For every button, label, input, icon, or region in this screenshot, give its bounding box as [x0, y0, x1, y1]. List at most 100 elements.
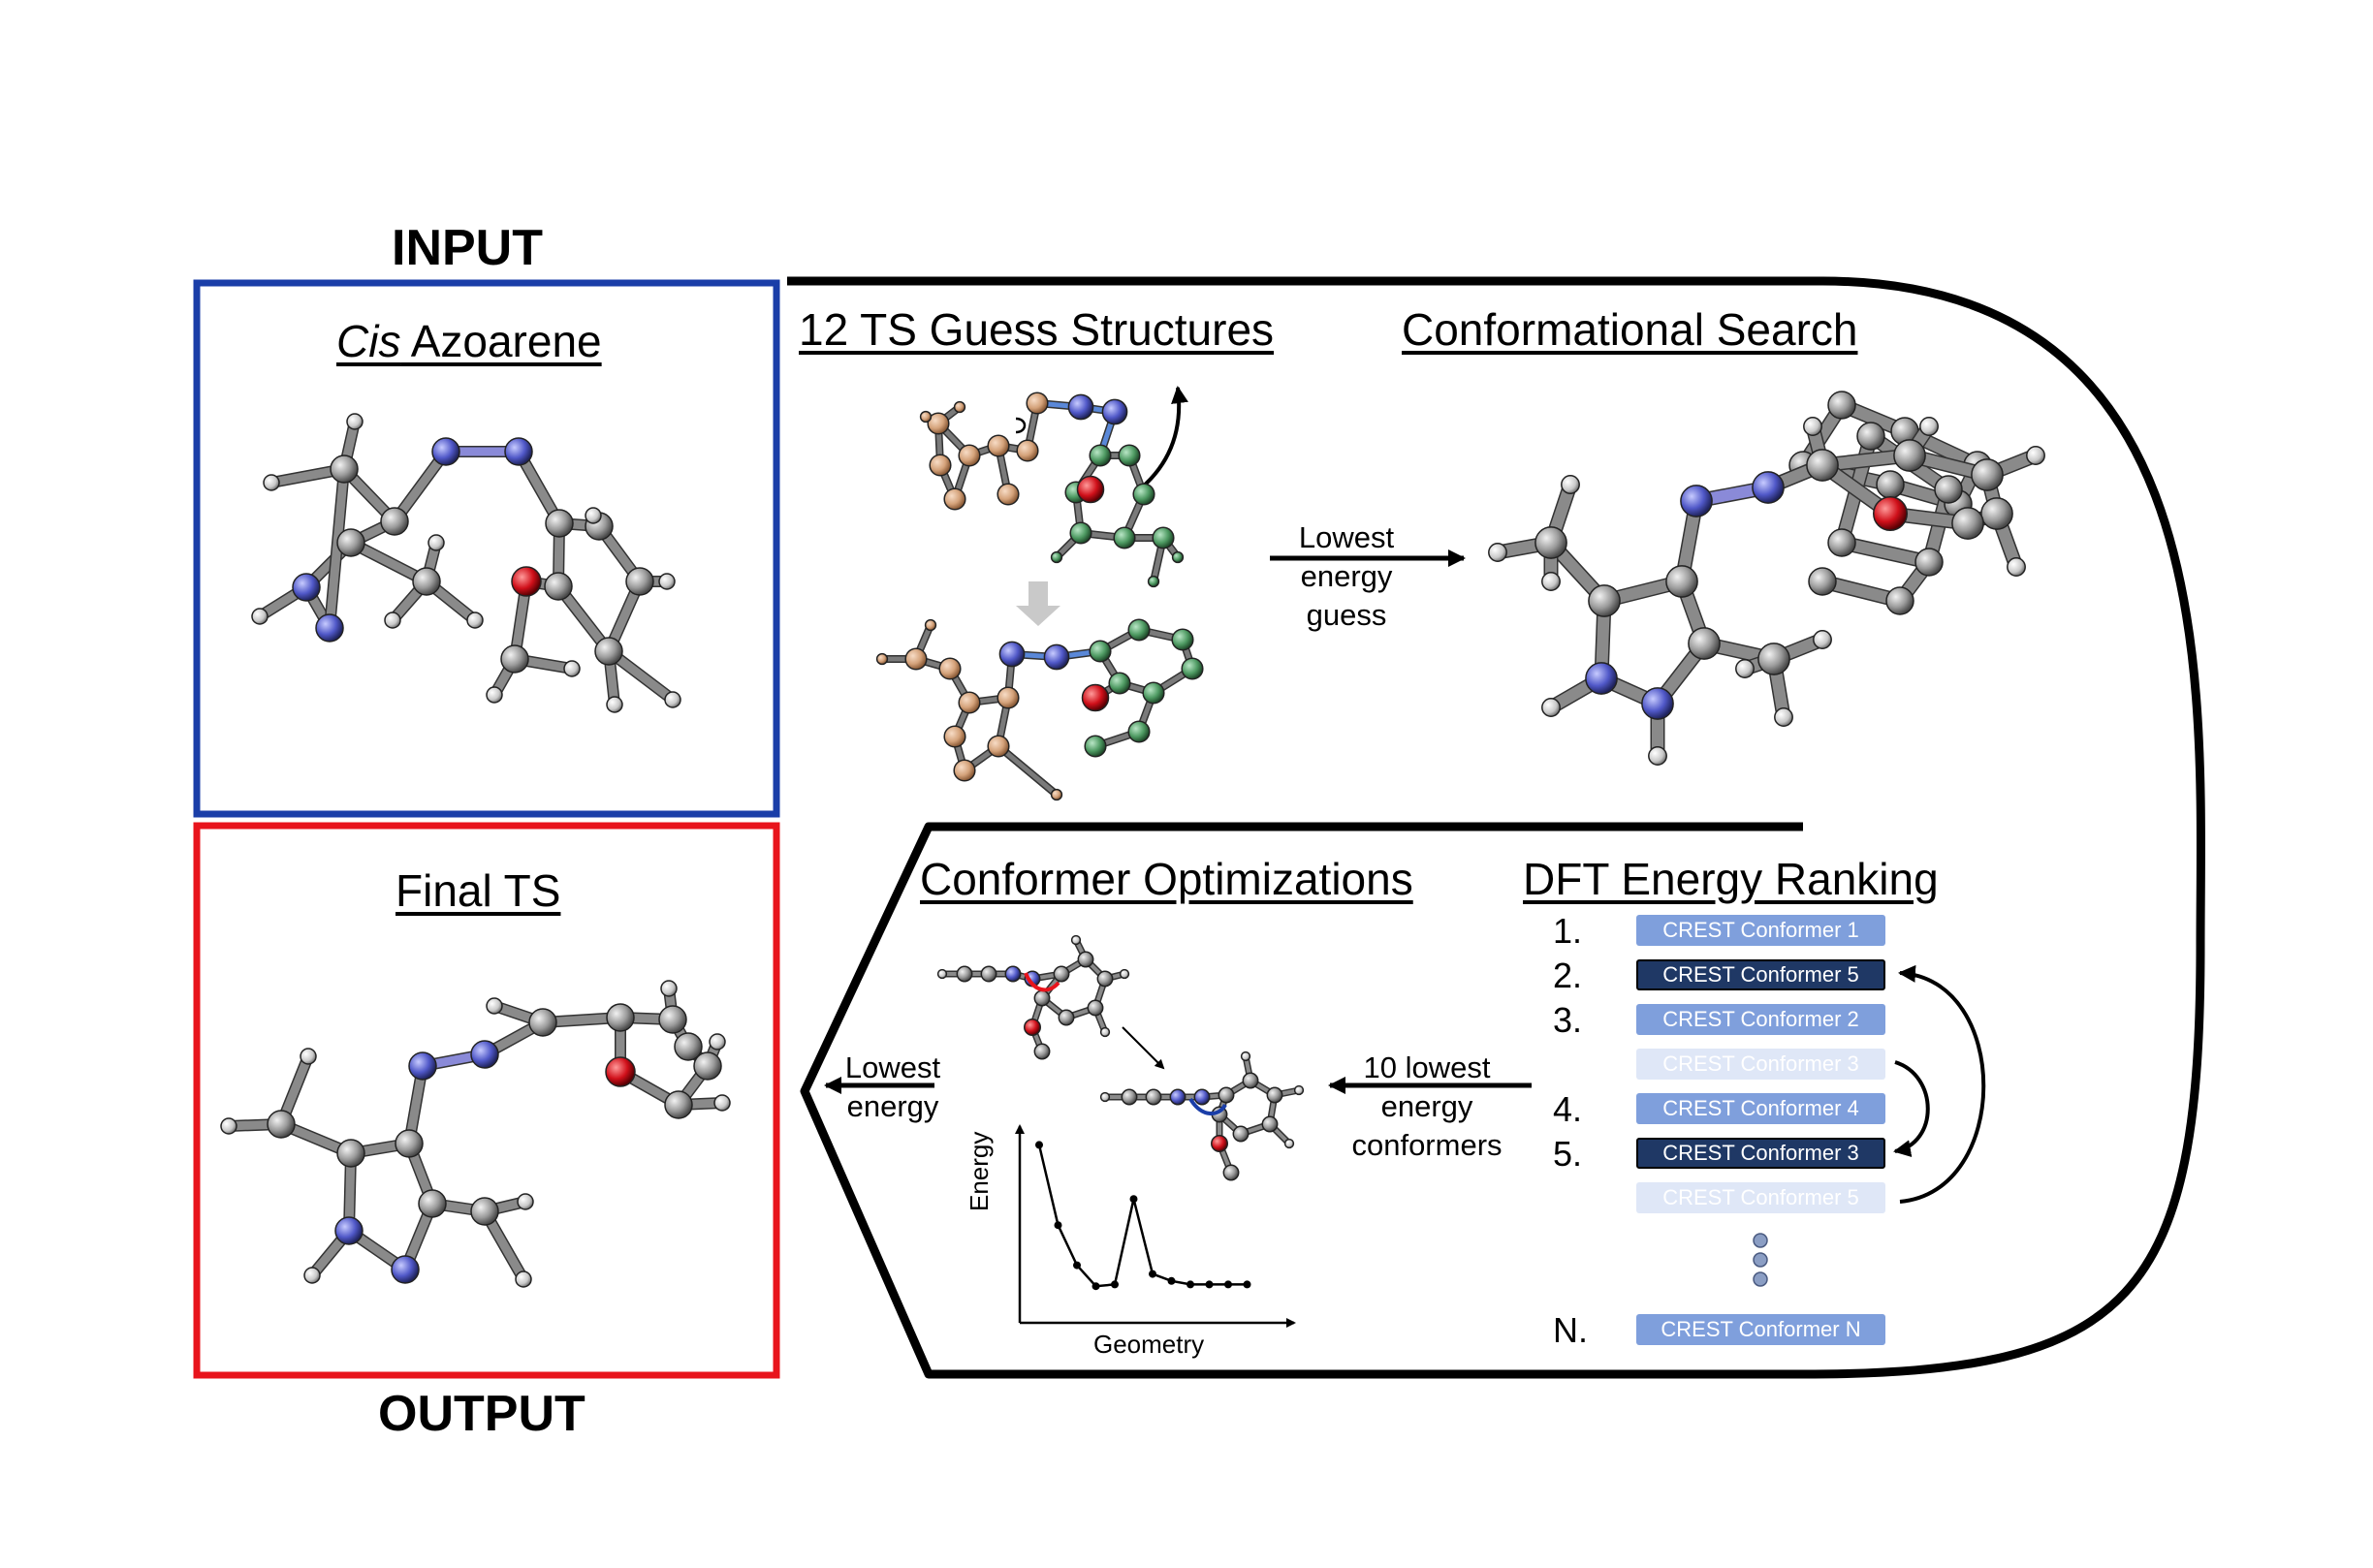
atom: [1127, 720, 1151, 743]
atom: [605, 1056, 636, 1087]
energy-plot-line: [1037, 1145, 1248, 1288]
atom: [1050, 550, 1063, 564]
atom: [486, 997, 503, 1015]
energy-data-point: [1186, 1280, 1194, 1289]
atom: [1856, 422, 1885, 451]
atom: [1147, 575, 1160, 588]
atom: [1535, 526, 1567, 559]
atom: [958, 444, 981, 467]
guess-structures-title: 12 TS Guess Structures: [799, 304, 1275, 355]
atom: [1026, 392, 1049, 415]
atom: [1283, 1138, 1295, 1149]
atom: [1081, 683, 1110, 712]
atom: [1648, 746, 1667, 766]
atom: [330, 455, 359, 484]
atom: [1488, 543, 1507, 562]
atom: [292, 573, 321, 602]
energy-data-point: [1054, 1221, 1062, 1230]
atom: [606, 696, 623, 713]
atom: [1585, 662, 1618, 695]
energy-plot-ylabel: Energy: [965, 1131, 994, 1211]
atom: [251, 608, 269, 625]
output-panel-title: Final TS: [396, 865, 561, 916]
atom: [1919, 417, 1939, 436]
energy-data-point: [1224, 1280, 1232, 1289]
atom: [431, 437, 460, 466]
ranking-number: 2.: [1553, 956, 1583, 995]
ranking-conformer-box: CREST Conformer 4: [1636, 1093, 1885, 1124]
atom: [1053, 965, 1070, 983]
atom: [1171, 550, 1185, 564]
atom: [997, 686, 1020, 709]
atom: [924, 618, 937, 632]
atom: [391, 1255, 420, 1284]
atom: [1127, 618, 1151, 642]
atom: [1193, 1088, 1211, 1106]
ts-guess-structure-2: [875, 618, 1204, 801]
ranking-number: N.: [1553, 1310, 1588, 1350]
ranking-conformer-box: CREST Conformer 3: [1636, 1138, 1885, 1169]
atom: [1980, 497, 2013, 530]
angle-marker-blue: [1188, 1097, 1227, 1115]
atom: [1222, 1164, 1240, 1181]
atom: [938, 657, 962, 680]
energy-data-point: [1205, 1280, 1214, 1289]
atom: [563, 660, 581, 677]
atom: [1752, 471, 1785, 504]
atom: [1033, 989, 1051, 1007]
atom: [1099, 1026, 1111, 1038]
atom: [1876, 470, 1905, 499]
atom: [1077, 951, 1094, 968]
atom: [1089, 640, 1112, 663]
atom: [1806, 449, 1839, 482]
atom: [2007, 557, 2026, 577]
atom: [953, 759, 976, 782]
atom: [1242, 1072, 1259, 1089]
atom: [1561, 475, 1580, 494]
atom: [943, 487, 966, 511]
atom: [1827, 528, 1856, 557]
atom: [336, 528, 365, 557]
atom: [1096, 970, 1114, 988]
energy-data-point: [1149, 1270, 1156, 1278]
atom: [1971, 458, 2004, 491]
atom: [1873, 496, 1908, 531]
lowest-energy-guess-text: Lowest energy guess: [1284, 518, 1408, 635]
atom: [1145, 1088, 1162, 1106]
input-label: INPUT: [392, 220, 543, 276]
atom: [346, 413, 364, 430]
atom: [1680, 485, 1713, 517]
atom: [1588, 584, 1621, 617]
conformational-search-title: Conformational Search: [1402, 304, 1858, 355]
atom: [660, 980, 678, 997]
atom: [1211, 1135, 1228, 1152]
atom: [1171, 628, 1194, 651]
dft-ranking-title: DFT Energy Ranking: [1523, 854, 1939, 904]
atom: [1033, 1043, 1051, 1060]
atom: [919, 410, 933, 423]
atom: [1240, 1051, 1251, 1062]
atom: [1121, 1088, 1138, 1106]
ranking-conformer-box: CREST Conformer 5: [1636, 1182, 1885, 1213]
atom: [1266, 1086, 1283, 1104]
rotation-arrow-icon: [1134, 386, 1188, 494]
ranking-conformer-box: CREST Conformer 3: [1636, 1049, 1885, 1080]
atom: [1108, 672, 1131, 695]
atom: [936, 968, 948, 980]
atom: [2026, 446, 2045, 465]
input-title-italic: Cis: [336, 316, 401, 366]
atom: [987, 434, 1010, 457]
atom: [511, 566, 542, 597]
leg-line-2: energy: [1300, 559, 1393, 593]
atom: [1293, 1084, 1305, 1096]
ranking-conformer-box: CREST Conformer 1: [1636, 915, 1885, 946]
atom: [1774, 707, 1793, 727]
atom: [384, 612, 401, 629]
atom: [1084, 735, 1107, 758]
atom: [380, 507, 409, 536]
atom: [395, 1129, 424, 1158]
input-title-rest: Azoarene: [400, 316, 602, 366]
le-line-1: Lowest: [844, 1051, 941, 1084]
atom: [943, 725, 966, 748]
